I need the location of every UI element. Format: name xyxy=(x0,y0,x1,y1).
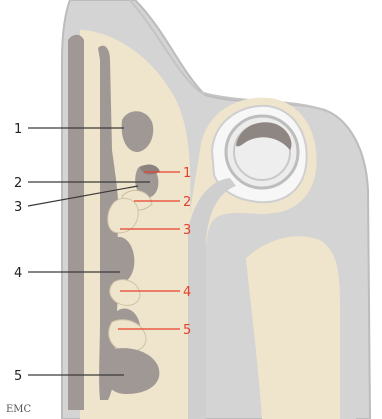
label-right-3: 3 xyxy=(183,223,191,238)
label-right-4: 4 xyxy=(183,285,191,300)
label-left-5: 5 xyxy=(14,369,22,384)
label-right-1: 1 xyxy=(183,166,191,181)
label-left-1: 1 xyxy=(14,122,22,137)
maxilla-cream xyxy=(246,236,340,419)
label-left-3: 3 xyxy=(14,200,22,215)
nasal-septum xyxy=(68,35,84,410)
label-right-5: 5 xyxy=(183,323,191,338)
label-left-2: 2 xyxy=(14,176,22,191)
label-right-2: 2 xyxy=(183,195,191,210)
label-left-4: 4 xyxy=(14,266,22,281)
publisher-logo: EMC xyxy=(6,404,32,415)
